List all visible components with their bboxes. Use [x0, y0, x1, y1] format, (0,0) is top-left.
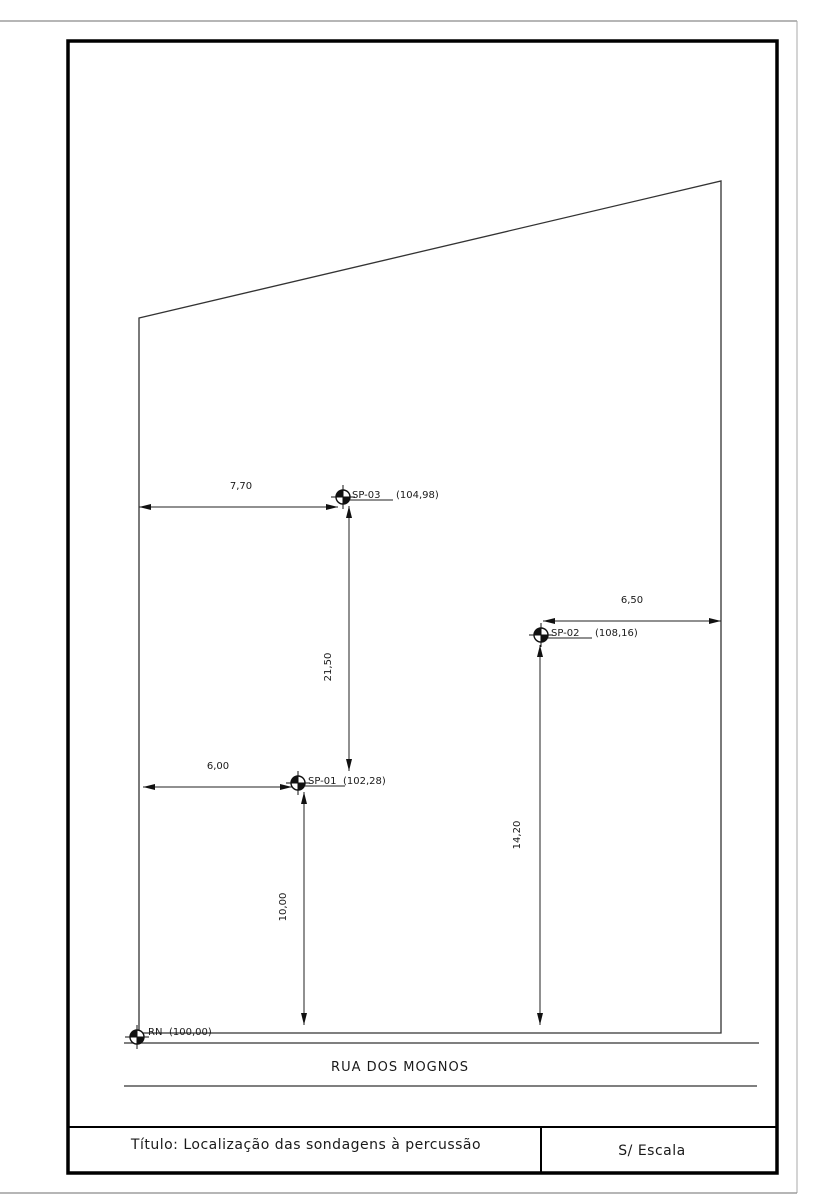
dim-sp03-horizontal: 7,70 [139, 481, 338, 510]
svg-text:SP-03: SP-03 [352, 490, 381, 501]
svg-text:SP-01: SP-01 [308, 776, 337, 787]
drawing-title: Título: Localização das sondagens à perc… [130, 1137, 481, 1153]
dim-sp02-horizontal: 6,50 [543, 595, 721, 624]
dim-sp02-vertical: 14,20 [512, 645, 543, 1025]
svg-text:6,50: 6,50 [621, 595, 643, 606]
dim-sp01-vertical: 10,00 [278, 792, 307, 1025]
svg-text:7,70: 7,70 [230, 481, 252, 492]
svg-text:(102,28): (102,28) [343, 776, 386, 787]
svg-text:6,00: 6,00 [207, 761, 229, 772]
title-block: Título: Localização das sondagens à perc… [68, 1126, 777, 1173]
street-name: RUA DOS MOGNOS [331, 1060, 469, 1075]
survey-point-sp03: SP-03 (104,98) [330, 484, 439, 510]
svg-text:21,50: 21,50 [323, 653, 334, 682]
benchmark-marker-icon [124, 1024, 150, 1050]
drawing-scale: S/ Escala [618, 1143, 685, 1159]
svg-text:RN: RN [148, 1027, 162, 1038]
svg-text:(108,16): (108,16) [595, 628, 638, 639]
svg-text:14,20: 14,20 [512, 821, 523, 850]
page-edge [0, 20, 798, 1194]
svg-text:(100,00): (100,00) [169, 1027, 212, 1038]
dim-sp01-horizontal: 6,00 [143, 761, 292, 790]
borehole-marker-icon [528, 622, 554, 648]
survey-point-sp02: SP-02 (108,16) [528, 622, 638, 648]
svg-text:(104,98): (104,98) [396, 490, 439, 501]
svg-text:SP-02: SP-02 [551, 628, 580, 639]
dim-sp03-sp01-vertical: 21,50 [323, 506, 352, 771]
lot-boundary [138, 180, 722, 1034]
svg-text:10,00: 10,00 [278, 893, 289, 922]
drawing-frame [66, 39, 779, 1175]
survey-point-rn: RN (100,00) [124, 1024, 212, 1050]
borehole-marker-icon [285, 770, 311, 796]
survey-point-sp01: SP-01 (102,28) [285, 770, 386, 796]
